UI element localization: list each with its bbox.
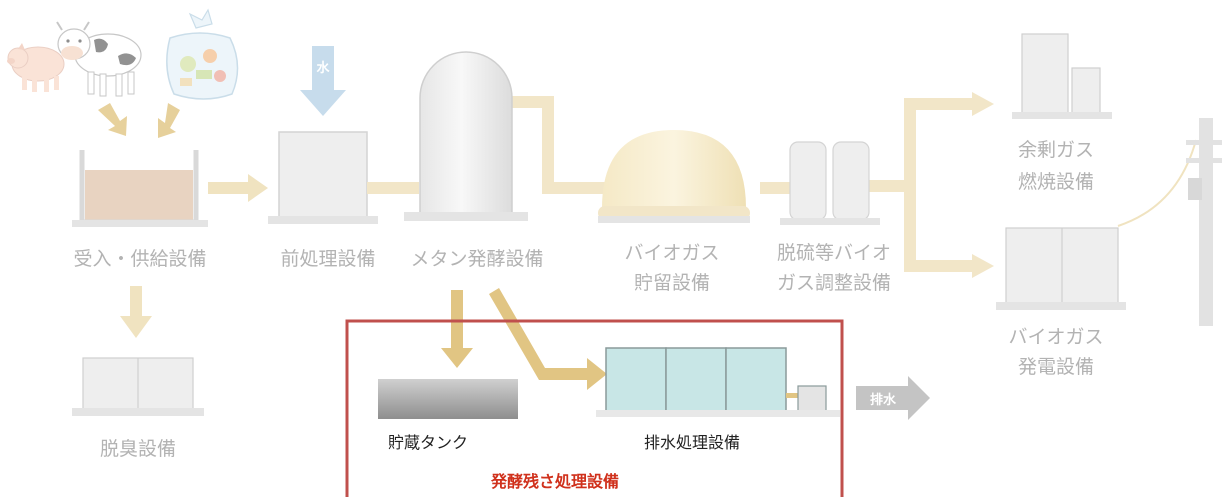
process-pipes xyxy=(367,96,974,272)
pretreatment-unit xyxy=(268,131,378,224)
label-desulfurization-line1: 脱硫等バイオ xyxy=(776,242,891,264)
label-surplus-gas-line1: 余剰ガス xyxy=(1017,139,1094,161)
label-biogas-storage-line2: 貯留設備 xyxy=(633,272,710,294)
power-line xyxy=(1117,139,1197,227)
label-biogas-power-line2: 発電設備 xyxy=(1017,356,1094,378)
label-methane-fermentation: メタン発酵設備 xyxy=(410,248,544,270)
label-biogas-storage-line1: バイオガス xyxy=(624,242,720,264)
receiving-basin xyxy=(72,150,208,227)
deodorization-unit xyxy=(72,357,204,416)
desulfurization-towers xyxy=(780,141,880,225)
storage-tank xyxy=(378,379,518,419)
biogas-generator xyxy=(996,227,1126,310)
water-tag: 水 xyxy=(316,61,330,76)
label-desulfurization-line2: ガス調整設備 xyxy=(776,272,891,294)
label-desulfurization: 脱硫等バイオ ガス調整設備 xyxy=(754,238,914,298)
residue-treatment-frame xyxy=(345,319,844,497)
methane-digester xyxy=(404,51,528,221)
label-deodorization: 脱臭設備 xyxy=(99,438,176,460)
cow-icon xyxy=(56,21,142,97)
pipe-arrowheads xyxy=(972,92,994,278)
feed-arrows xyxy=(98,103,180,138)
label-biogas-power-line1: バイオガス xyxy=(1008,326,1104,348)
label-storage-tank: 貯蔵タンク xyxy=(387,433,468,452)
flow-arrow-to-deodorization xyxy=(120,286,152,338)
surplus-gas-combustor xyxy=(1012,33,1112,119)
wastewater-treatment-unit xyxy=(596,347,840,417)
label-biogas-storage: バイオガス 貯留設備 xyxy=(604,238,740,298)
pig-icon xyxy=(7,43,65,92)
food-waste-bag-icon xyxy=(166,8,239,100)
label-biogas-power: バイオガス 発電設備 xyxy=(994,322,1118,382)
digestate-arrows xyxy=(441,288,607,390)
flow-arrow-receiving-to-pretreatment xyxy=(208,174,268,202)
label-surplus-gas-combustion: 余剰ガス 燃焼設備 xyxy=(994,134,1118,198)
label-pretreatment: 前処理設備 xyxy=(280,248,376,270)
effluent-tag: 排水 xyxy=(869,393,896,408)
label-wastewater-treatment: 排水処理設備 xyxy=(643,433,740,452)
label-residue-treatment-section: 発酵残さ処理設備 xyxy=(490,472,619,491)
label-surplus-gas-line2: 燃焼設備 xyxy=(1017,171,1094,193)
utility-pole xyxy=(1186,118,1222,326)
effluent-arrow xyxy=(856,376,930,420)
biogas-storage-dome xyxy=(598,130,750,223)
water-input-arrow xyxy=(300,46,346,116)
label-receiving-supply: 受入・供給設備 xyxy=(73,248,207,270)
